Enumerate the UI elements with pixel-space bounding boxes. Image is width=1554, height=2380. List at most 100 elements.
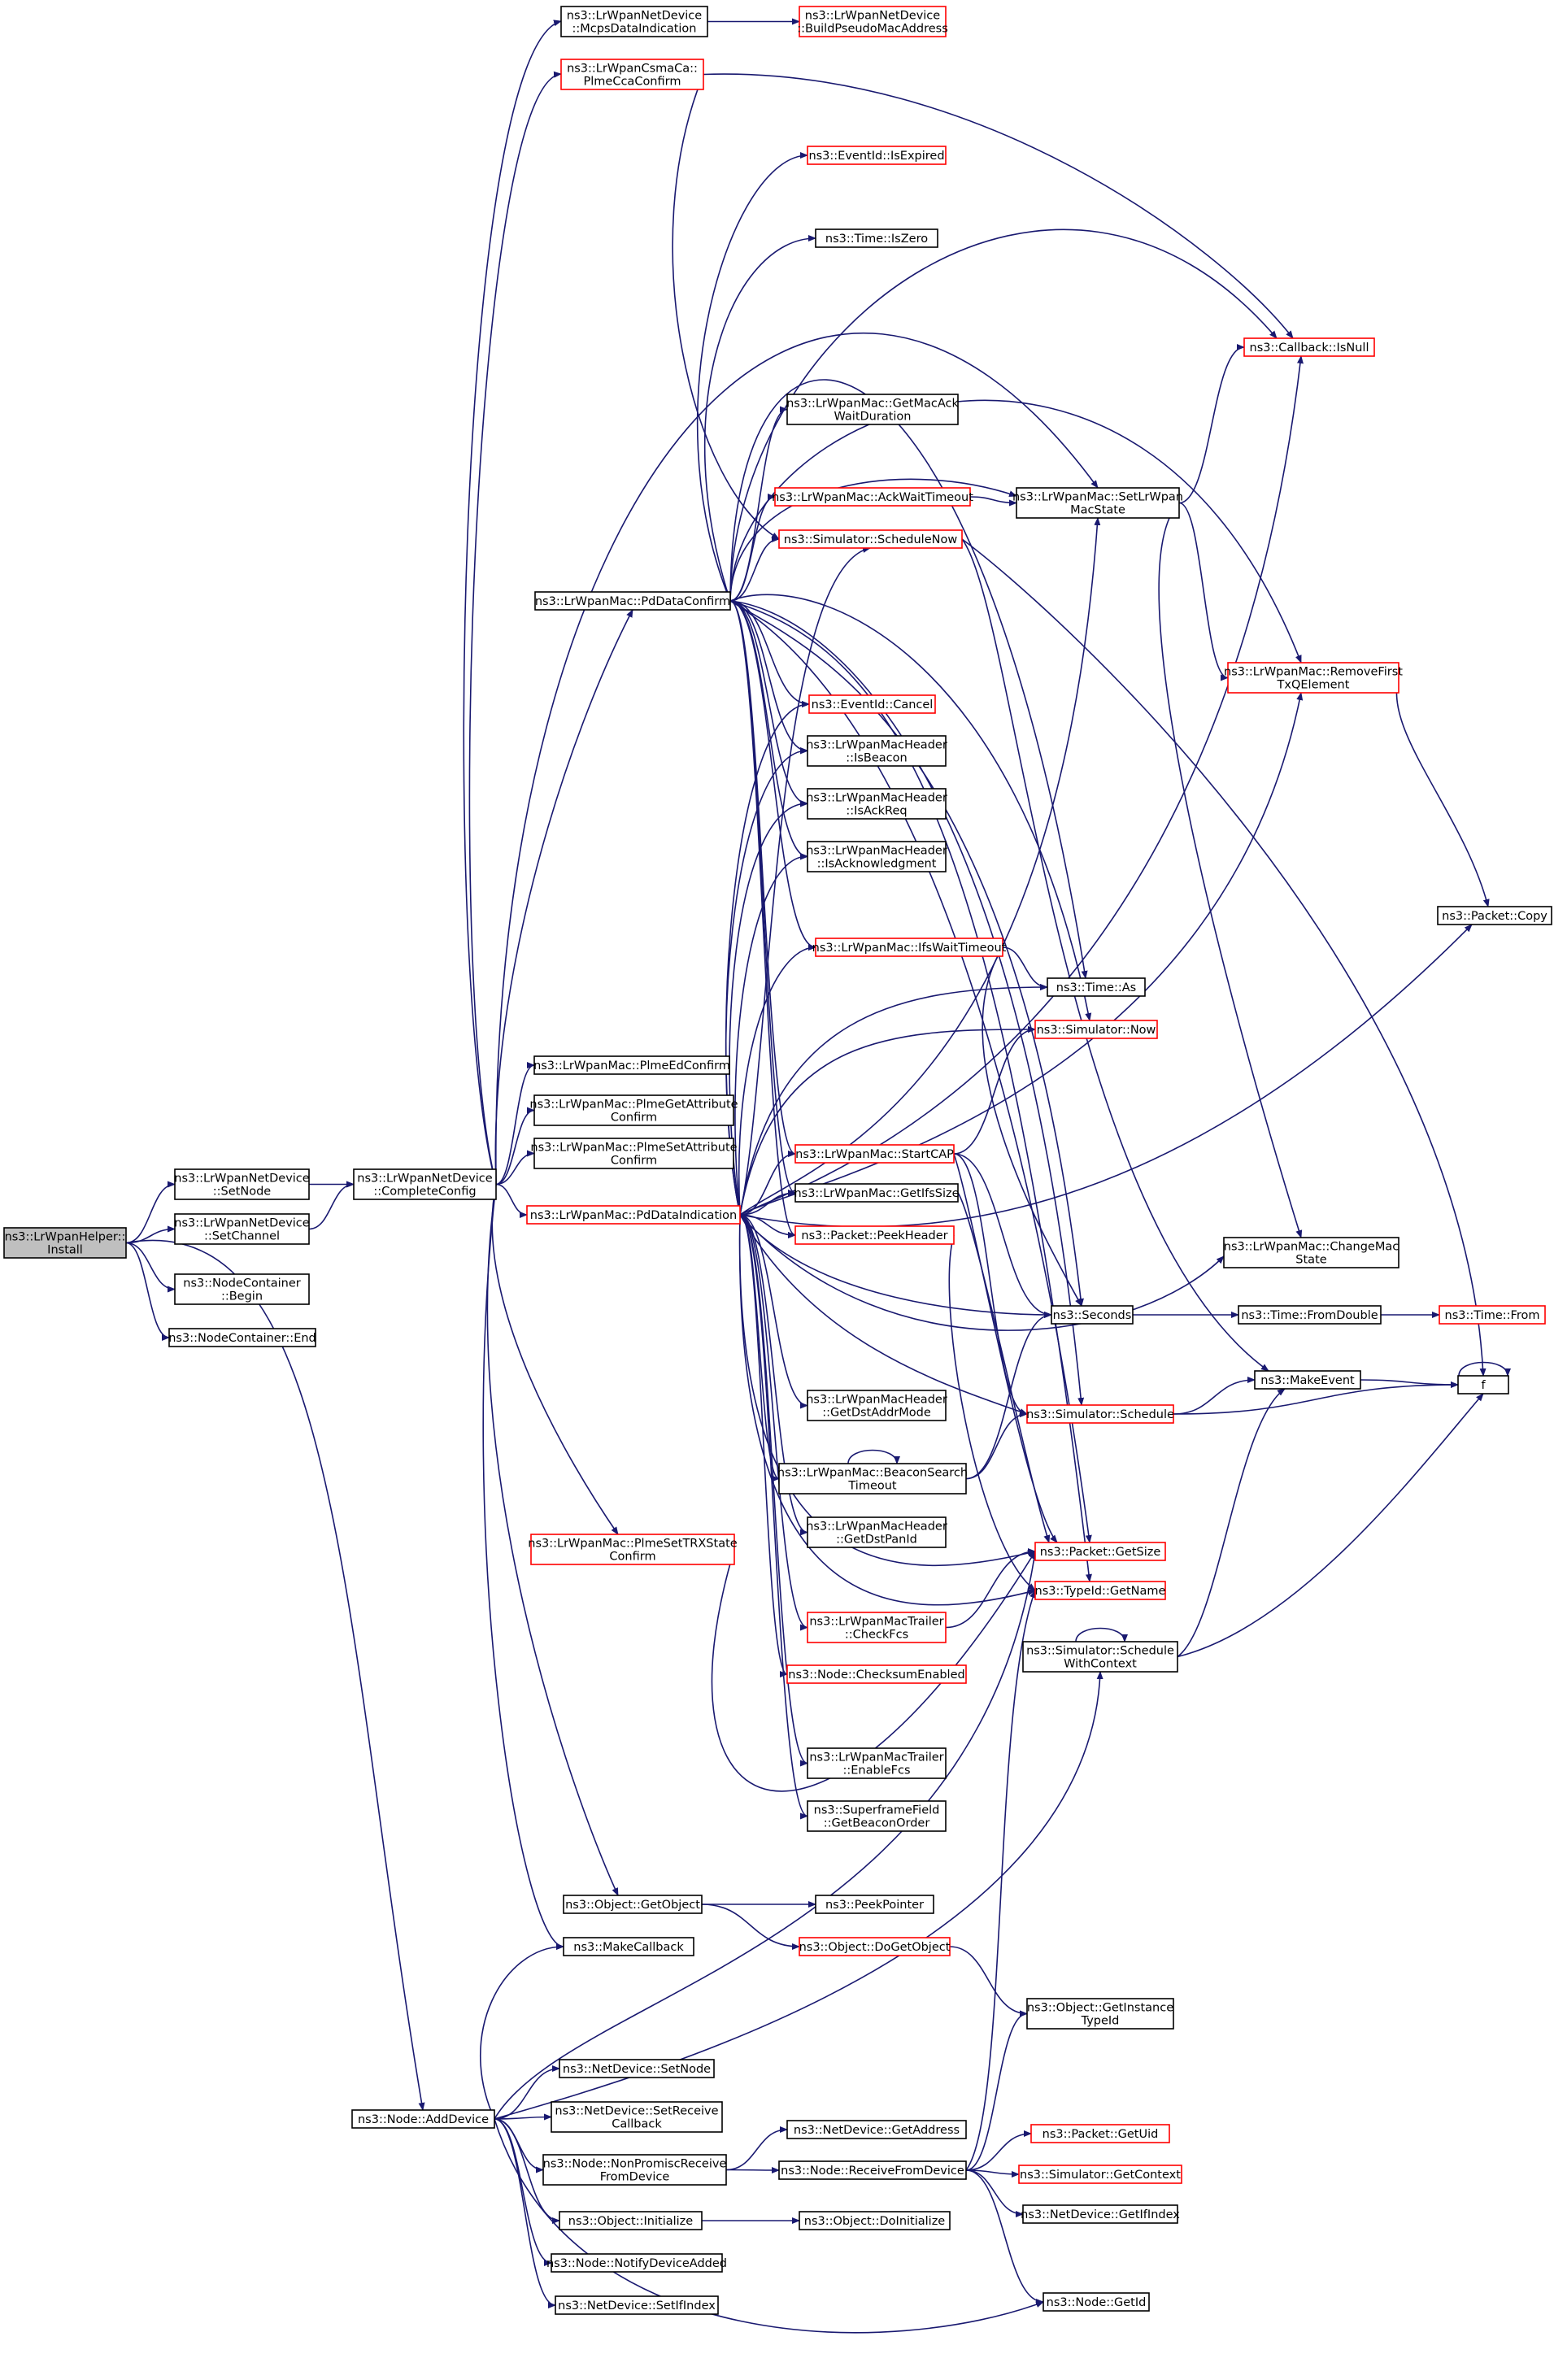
node-plmeedconfirm[interactable]: ns3::LrWpanMac::PlmeEdConfirm (533, 1055, 730, 1075)
node-getdstpanid[interactable]: ns3::LrWpanMacHeader::GetDstPanId (806, 1516, 947, 1548)
node-box (807, 788, 947, 820)
node-getifindex[interactable]: ns3::NetDevice::GetIfIndex (1021, 2204, 1180, 2224)
node-fromdouble[interactable]: ns3::Time::FromDouble (1238, 1305, 1382, 1325)
node-callback-isnull[interactable]: ns3::Callback::IsNull (1243, 337, 1375, 357)
node-eventid-isexpired[interactable]: ns3::EventId::IsExpired (807, 146, 947, 165)
node-node-getid[interactable]: ns3::Node::GetId (1043, 2292, 1150, 2312)
node-peekheader[interactable]: ns3::Packet::PeekHeader (794, 1225, 955, 1245)
node-schedulenow[interactable]: ns3::Simulator::ScheduleNow (778, 529, 963, 549)
node-notifydeviceadded[interactable]: ns3::Node::NotifyDeviceAdded (546, 2253, 727, 2273)
node-label: ::IsBeacon (846, 752, 907, 765)
node-nd-getaddress[interactable]: ns3::NetDevice::GetAddress (786, 2120, 967, 2139)
node-time-as[interactable]: ns3::Time::As (1047, 977, 1146, 997)
edge-getifssize-to-packet_getsize (957, 1192, 1051, 1543)
node-nd-setnode[interactable]: ns3::NetDevice::SetNode (559, 2059, 715, 2078)
node-enablefcs[interactable]: ns3::LrWpanMacTrailer::EnableFcs (807, 1747, 947, 1779)
node-label: TypeId (1081, 2015, 1120, 2028)
node-sim-schedule[interactable]: ns3::Simulator::Schedule (1026, 1404, 1174, 1424)
node-dogetobject[interactable]: ns3::Object::DoGetObject (799, 1937, 951, 1956)
node-box (533, 1055, 730, 1075)
node-setchannel[interactable]: ns3::LrWpanNetDevice::SetChannel (174, 1213, 310, 1245)
node-obj-initialize[interactable]: ns3::Object::Initialize (559, 2211, 703, 2230)
node-label: ns3::Node::NotifyDeviceAdded (546, 2257, 727, 2270)
node-box (563, 1895, 703, 1914)
edge-adddevice-to-setifindex (494, 2118, 556, 2308)
node-ifswaittimeout[interactable]: ns3::LrWpanMac::IfsWaitTimeout (812, 938, 1007, 957)
node-pddataind[interactable]: ns3::LrWpanMac::PdDataIndication (526, 1205, 741, 1225)
edge-beaconsearch-to-sim_schedule (965, 1411, 1028, 1480)
node-packet-getuid[interactable]: ns3::Packet::GetUid (1030, 2124, 1170, 2143)
node-adddevice[interactable]: ns3::Node::AddDevice (351, 2109, 495, 2129)
node-doinitialize[interactable]: ns3::Object::DoInitialize (799, 2211, 951, 2230)
node-time-iszero[interactable]: ns3::Time::IsZero (815, 228, 938, 248)
node-buildpseudo[interactable]: ns3::LrWpanNetDevice::BuildPseudoMacAddr… (797, 6, 948, 37)
node-label: ns3::Object::Initialize (568, 2215, 693, 2228)
node-box (807, 146, 947, 165)
node-makecallback[interactable]: ns3::MakeCallback (563, 1937, 694, 1956)
node-box (1227, 662, 1399, 694)
node-label: ns3::Node::GetId (1047, 2296, 1147, 2309)
node-setifindex[interactable]: ns3::NetDevice::SetIfIndex (555, 2295, 719, 2315)
node-label: ::IsAcknowledgment (817, 858, 937, 871)
node-getbeaconorder[interactable]: ns3::SuperframeField::GetBeaconOrder (807, 1800, 947, 1832)
node-completeconfig[interactable]: ns3::LrWpanNetDevice::CompleteConfig (353, 1168, 497, 1200)
node-pddataconfirm[interactable]: ns3::LrWpanMac::PdDataConfirm (534, 591, 731, 611)
node-isbeacon[interactable]: ns3::LrWpanMacHeader::IsBeacon (806, 735, 947, 767)
node-f[interactable]: f (1457, 1375, 1509, 1394)
node-box (1026, 1404, 1174, 1424)
edge-receivefromdevice-to-packet_getuid (965, 2130, 1032, 2171)
node-isackreq[interactable]: ns3::LrWpanMacHeader::IsAckReq (806, 788, 947, 820)
node-packet-copy[interactable]: ns3::Packet::Copy (1437, 906, 1552, 925)
node-simulator-now[interactable]: ns3::Simulator::Now (1034, 1020, 1158, 1039)
node-box (542, 2154, 727, 2186)
node-sim-getcontext[interactable]: ns3::Simulator::GetContext (1018, 2165, 1182, 2184)
node-checksumenabled[interactable]: ns3::Node::ChecksumEnabled (786, 1664, 967, 1684)
node-time-from[interactable]: ns3::Time::From (1439, 1305, 1546, 1325)
edge-adddevice-to-nonpromisc (494, 2118, 544, 2173)
node-isacknowledgment[interactable]: ns3::LrWpanMacHeader::IsAcknowledgment (806, 841, 947, 872)
node-nc-begin[interactable]: ns3::NodeContainer::Begin (174, 1273, 310, 1305)
node-ackwaittimeout[interactable]: ns3::LrWpanMac::AckWaitTimeout (772, 487, 973, 507)
node-getobject[interactable]: ns3::Object::GetObject (563, 1895, 703, 1914)
node-install[interactable]: ns3::LrWpanHelper::Install (3, 1227, 127, 1259)
node-startcap[interactable]: ns3::LrWpanMac::StartCAP (794, 1144, 955, 1164)
node-nc-end[interactable]: ns3::NodeContainer::End (168, 1328, 316, 1347)
node-box (815, 228, 938, 248)
node-label: ns3::Object::GetObject (565, 1899, 700, 1912)
edge-plmeccaconfirm-to-callback_isnull (703, 73, 1294, 339)
edge-pddataconfirm-to-schedulenow (729, 536, 780, 602)
node-label: ns3::Object::DoInitialize (804, 2215, 946, 2228)
node-box (807, 1516, 947, 1548)
node-mcpsdataind[interactable]: ns3::LrWpanNetDevice::McpsDataIndication (560, 6, 708, 37)
node-checkfcs[interactable]: ns3::LrWpanMacTrailer::CheckFcs (807, 1612, 947, 1643)
node-typeid-getname[interactable]: ns3::TypeId::GetName (1034, 1581, 1166, 1600)
node-box (559, 2211, 703, 2230)
edge-pddataind-to-callback_isnull (739, 355, 1304, 1216)
node-seconds[interactable]: ns3::Seconds (1051, 1305, 1134, 1325)
node-makeevent[interactable]: ns3::MakeEvent (1254, 1370, 1361, 1390)
node-packet-getsize[interactable]: ns3::Packet::GetSize (1034, 1542, 1166, 1561)
node-plmeccaconfirm[interactable]: ns3::LrWpanCsmaCa::PlmeCcaConfirm (560, 59, 704, 90)
node-setnode-dev[interactable]: ns3::LrWpanNetDevice::SetNode (174, 1168, 310, 1200)
node-peekpointer[interactable]: ns3::PeekPointer (815, 1895, 934, 1914)
edge-pddataind-to-getbeaconorder (739, 1214, 808, 1820)
node-getifssize[interactable]: ns3::LrWpanMac::GetIfsSize (794, 1183, 960, 1203)
node-eventid-cancel[interactable]: ns3::EventId::Cancel (808, 694, 936, 714)
edge-receivefromdevice-to-typeid_getname (965, 1590, 1036, 2171)
edge-adddevice-to-packet_getsize (494, 1551, 1038, 2120)
node-receivefromdevice[interactable]: ns3::Node::ReceiveFromDevice (778, 2160, 967, 2180)
node-getdstaddrmode[interactable]: ns3::LrWpanMacHeader::GetDstAddrMode (806, 1390, 947, 1421)
node-box (807, 1390, 947, 1421)
